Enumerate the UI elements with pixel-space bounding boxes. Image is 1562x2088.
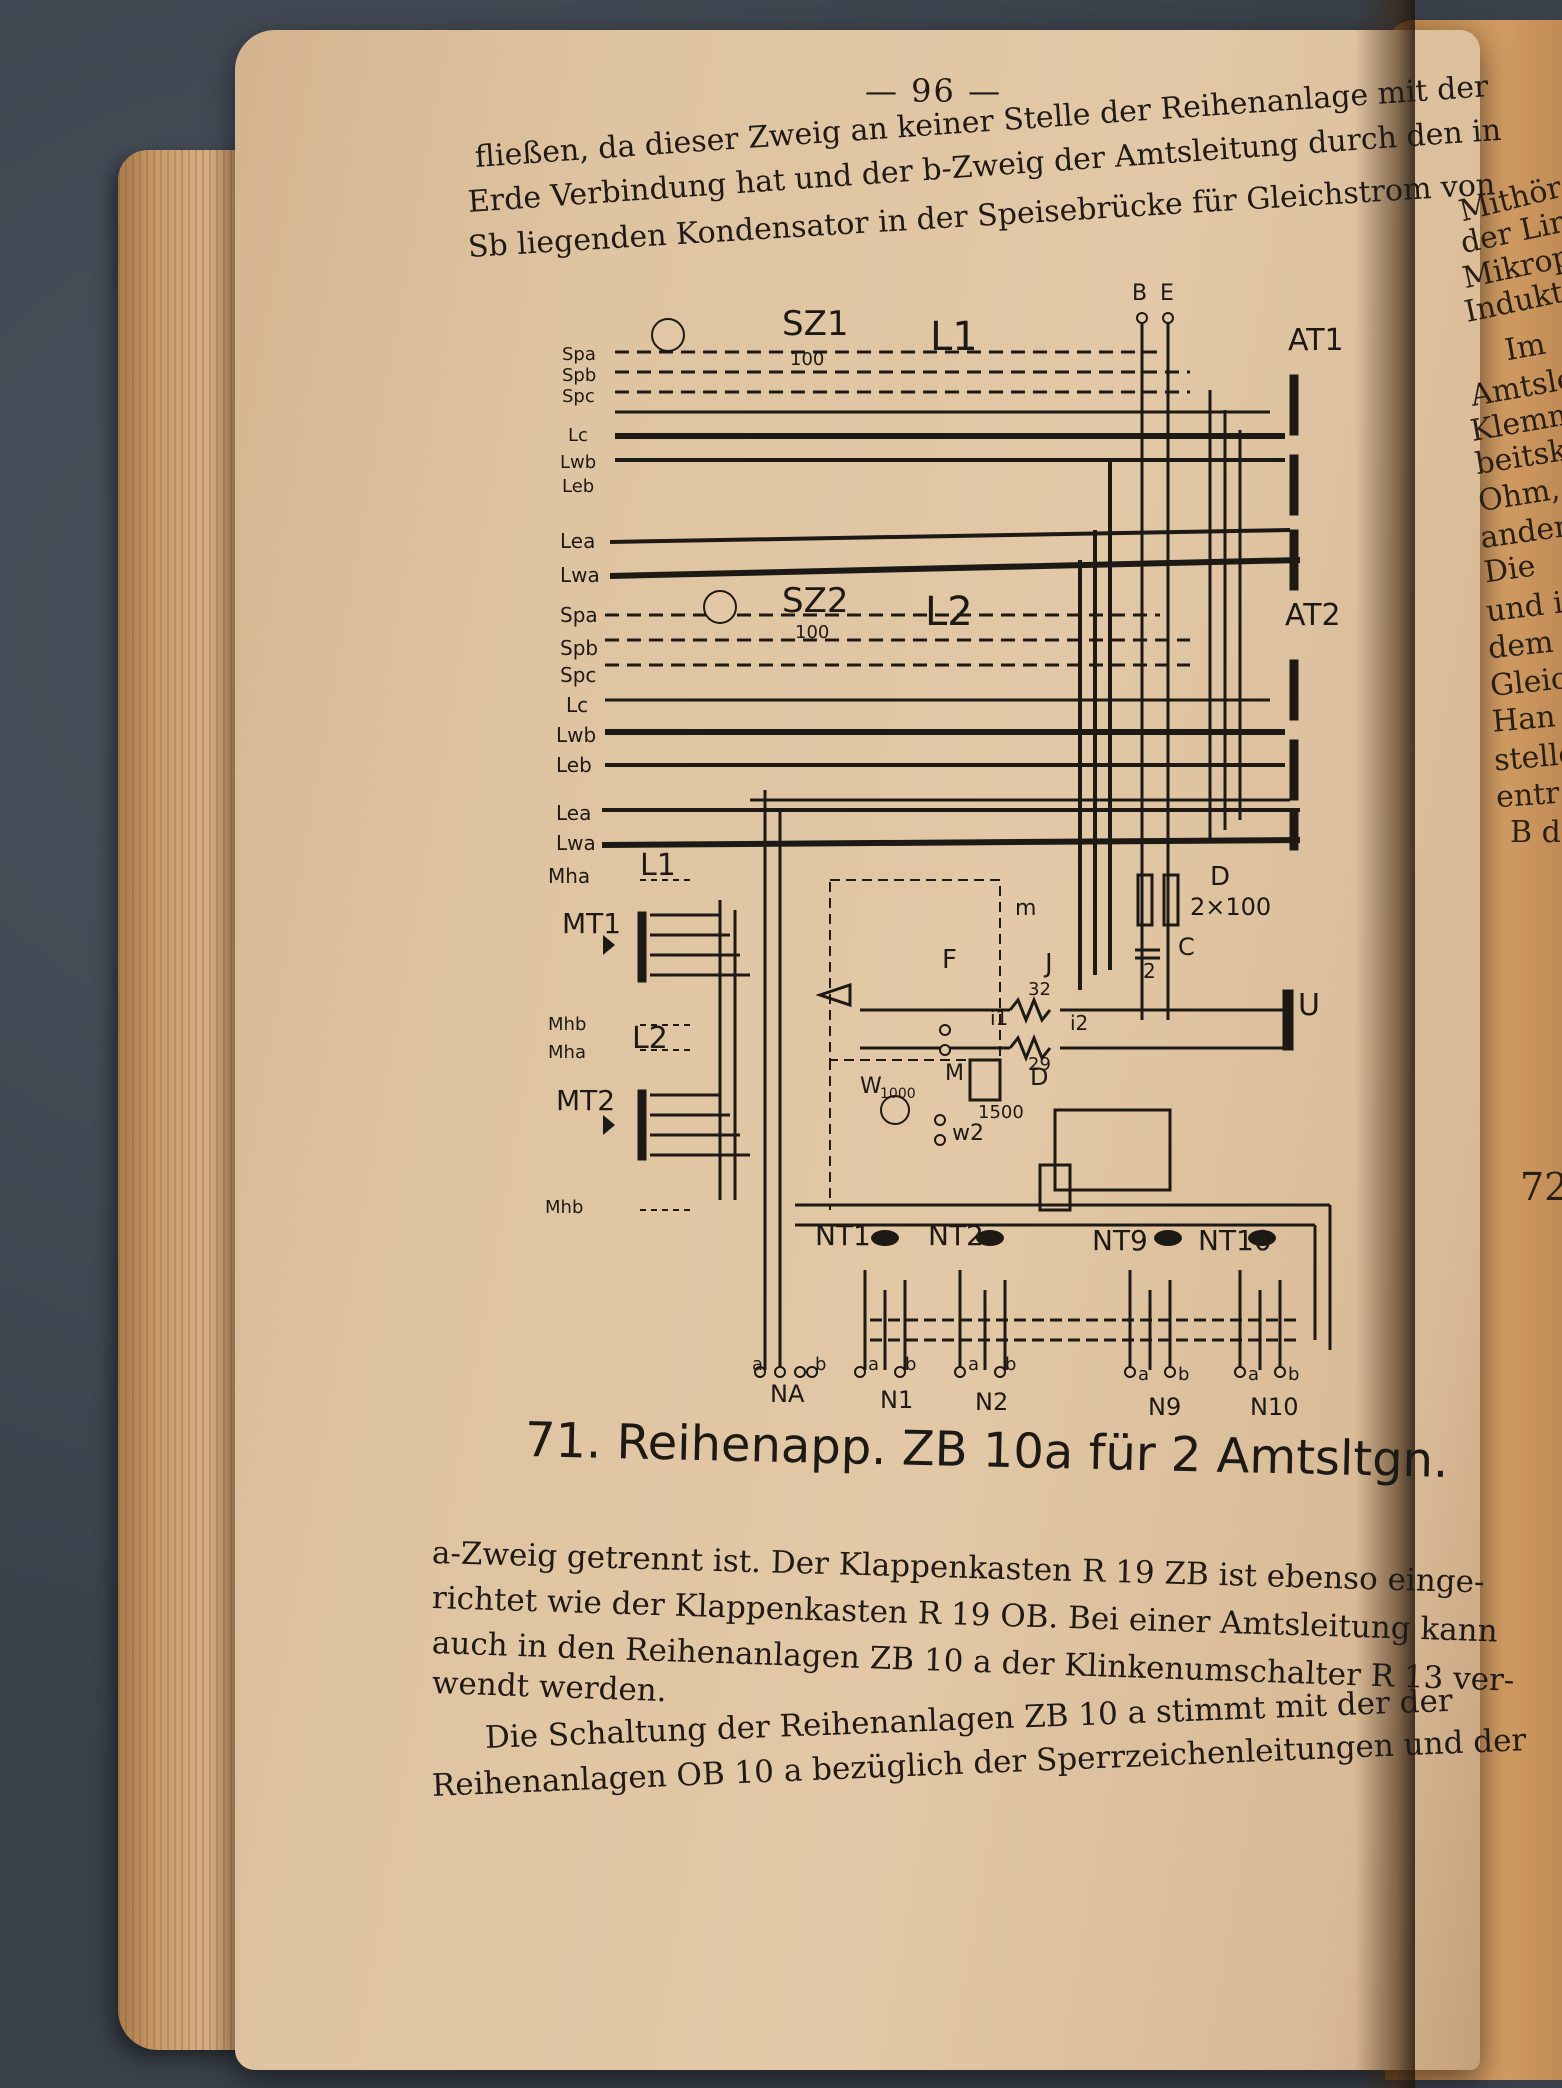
terminal-lwb-1: Lwb bbox=[560, 452, 596, 473]
n9-b: b bbox=[1178, 1364, 1189, 1385]
n9-a: a bbox=[1138, 1364, 1149, 1385]
terminal-lwa-1: Lwa bbox=[560, 563, 600, 587]
sz2-label: SZ2 bbox=[782, 581, 849, 621]
line-l1-label: L1 bbox=[930, 314, 978, 360]
m-label: M bbox=[945, 1061, 964, 1086]
mt2-label: MT2 bbox=[556, 1084, 615, 1117]
sz1-label: SZ1 bbox=[782, 304, 849, 344]
n2-b: b bbox=[1005, 1354, 1016, 1375]
rp-frag-17: entr bbox=[1494, 775, 1561, 816]
group-n1: N1 bbox=[880, 1386, 913, 1414]
at1-label: AT1 bbox=[1288, 323, 1344, 358]
capacitor-c-label: C bbox=[1178, 933, 1195, 961]
n1-b: b bbox=[905, 1354, 916, 1375]
i1-label: i1 bbox=[990, 1006, 1008, 1030]
terminal-lea-1: Lea bbox=[560, 529, 595, 553]
book-page bbox=[235, 30, 1480, 2070]
w-label: W bbox=[860, 1074, 882, 1099]
small-l1-label: L1 bbox=[640, 848, 676, 883]
group-n9: N9 bbox=[1148, 1393, 1181, 1421]
terminal-spa-1: Spa bbox=[562, 344, 596, 365]
n10-b: b bbox=[1288, 1364, 1299, 1385]
terminal-lc-1: Lc bbox=[568, 425, 588, 446]
d2-label: D bbox=[1030, 1063, 1048, 1091]
nt1-label: NT1 bbox=[815, 1219, 871, 1252]
j-label: J bbox=[1043, 949, 1053, 979]
page-edges bbox=[118, 150, 248, 2050]
group-n10: N10 bbox=[1250, 1393, 1299, 1421]
n10-a: a bbox=[1248, 1364, 1259, 1385]
terminal-spc-1: Spc bbox=[562, 386, 595, 407]
top-e-label: E bbox=[1160, 281, 1174, 306]
rp-frag-11: Die bbox=[1481, 548, 1538, 591]
resistor-32-value: 32 bbox=[1028, 979, 1051, 1000]
nt10-label: NT10 bbox=[1198, 1224, 1272, 1257]
sz2-value: 100 bbox=[795, 622, 829, 643]
page-number: — 96 — bbox=[865, 72, 1003, 110]
mhb-1-label: Mhb bbox=[548, 1014, 586, 1035]
coil-d-value: 2×100 bbox=[1190, 893, 1271, 921]
terminal-lwa-2: Lwa bbox=[556, 831, 596, 855]
capacitor-c-value: 2 bbox=[1143, 959, 1156, 983]
coil-d-label: D bbox=[1210, 862, 1230, 892]
na-b: b bbox=[815, 1354, 826, 1375]
terminal-spc-2: Spc bbox=[560, 663, 596, 687]
resistor-29-value: 29 bbox=[1028, 1054, 1051, 1075]
w-sub: 1000 bbox=[880, 1086, 916, 1102]
small-l2-label: L2 bbox=[632, 1021, 668, 1056]
book-gutter bbox=[1355, 0, 1415, 2088]
terminal-spb-2: Spb bbox=[560, 636, 598, 660]
mhb-2-label: Mhb bbox=[545, 1197, 583, 1218]
i2-label: i2 bbox=[1070, 1011, 1088, 1035]
mt1-label: MT1 bbox=[562, 907, 621, 940]
terminal-lea-2: Lea bbox=[556, 801, 591, 825]
line-l2-label: L2 bbox=[925, 589, 973, 635]
n1-a: a bbox=[868, 1354, 879, 1375]
group-n2: N2 bbox=[975, 1388, 1008, 1416]
rp-frag-15: Han bbox=[1490, 699, 1557, 740]
terminal-spb-1: Spb bbox=[562, 365, 596, 386]
terminal-leb-1: Leb bbox=[562, 476, 594, 497]
m-small-label: m bbox=[1015, 896, 1036, 921]
mha-1-label: Mha bbox=[548, 864, 590, 888]
at2-label: AT2 bbox=[1285, 598, 1341, 633]
group-na: NA bbox=[770, 1380, 805, 1408]
u-label: U bbox=[1298, 988, 1320, 1023]
n2-a: a bbox=[968, 1354, 979, 1375]
rp-frag-14: Gleic bbox=[1488, 661, 1562, 704]
sz1-value: 100 bbox=[790, 349, 824, 370]
rp-frag-5: Im bbox=[1502, 326, 1549, 369]
w2-label: w2 bbox=[952, 1121, 984, 1146]
terminal-lwb-2: Lwb bbox=[556, 723, 596, 747]
rp-frag-13: dem bbox=[1486, 624, 1556, 667]
nt2-label: NT2 bbox=[928, 1219, 984, 1252]
na-a: a bbox=[752, 1354, 763, 1375]
terminal-lc-2: Lc bbox=[566, 693, 588, 717]
terminal-spa-2: Spa bbox=[560, 603, 598, 627]
nt9-label: NT9 bbox=[1092, 1224, 1148, 1257]
f-label: F bbox=[942, 945, 957, 975]
terminal-leb-2: Leb bbox=[556, 753, 592, 777]
rp-frag-19: 72 bbox=[1520, 1165, 1562, 1209]
rp-frag-16: stelle bbox=[1492, 736, 1562, 779]
top-b-label: B bbox=[1132, 281, 1147, 306]
d2-value: 1500 bbox=[978, 1102, 1024, 1123]
mha-2-label: Mha bbox=[548, 1042, 586, 1063]
rp-frag-18: B d bbox=[1510, 815, 1561, 850]
